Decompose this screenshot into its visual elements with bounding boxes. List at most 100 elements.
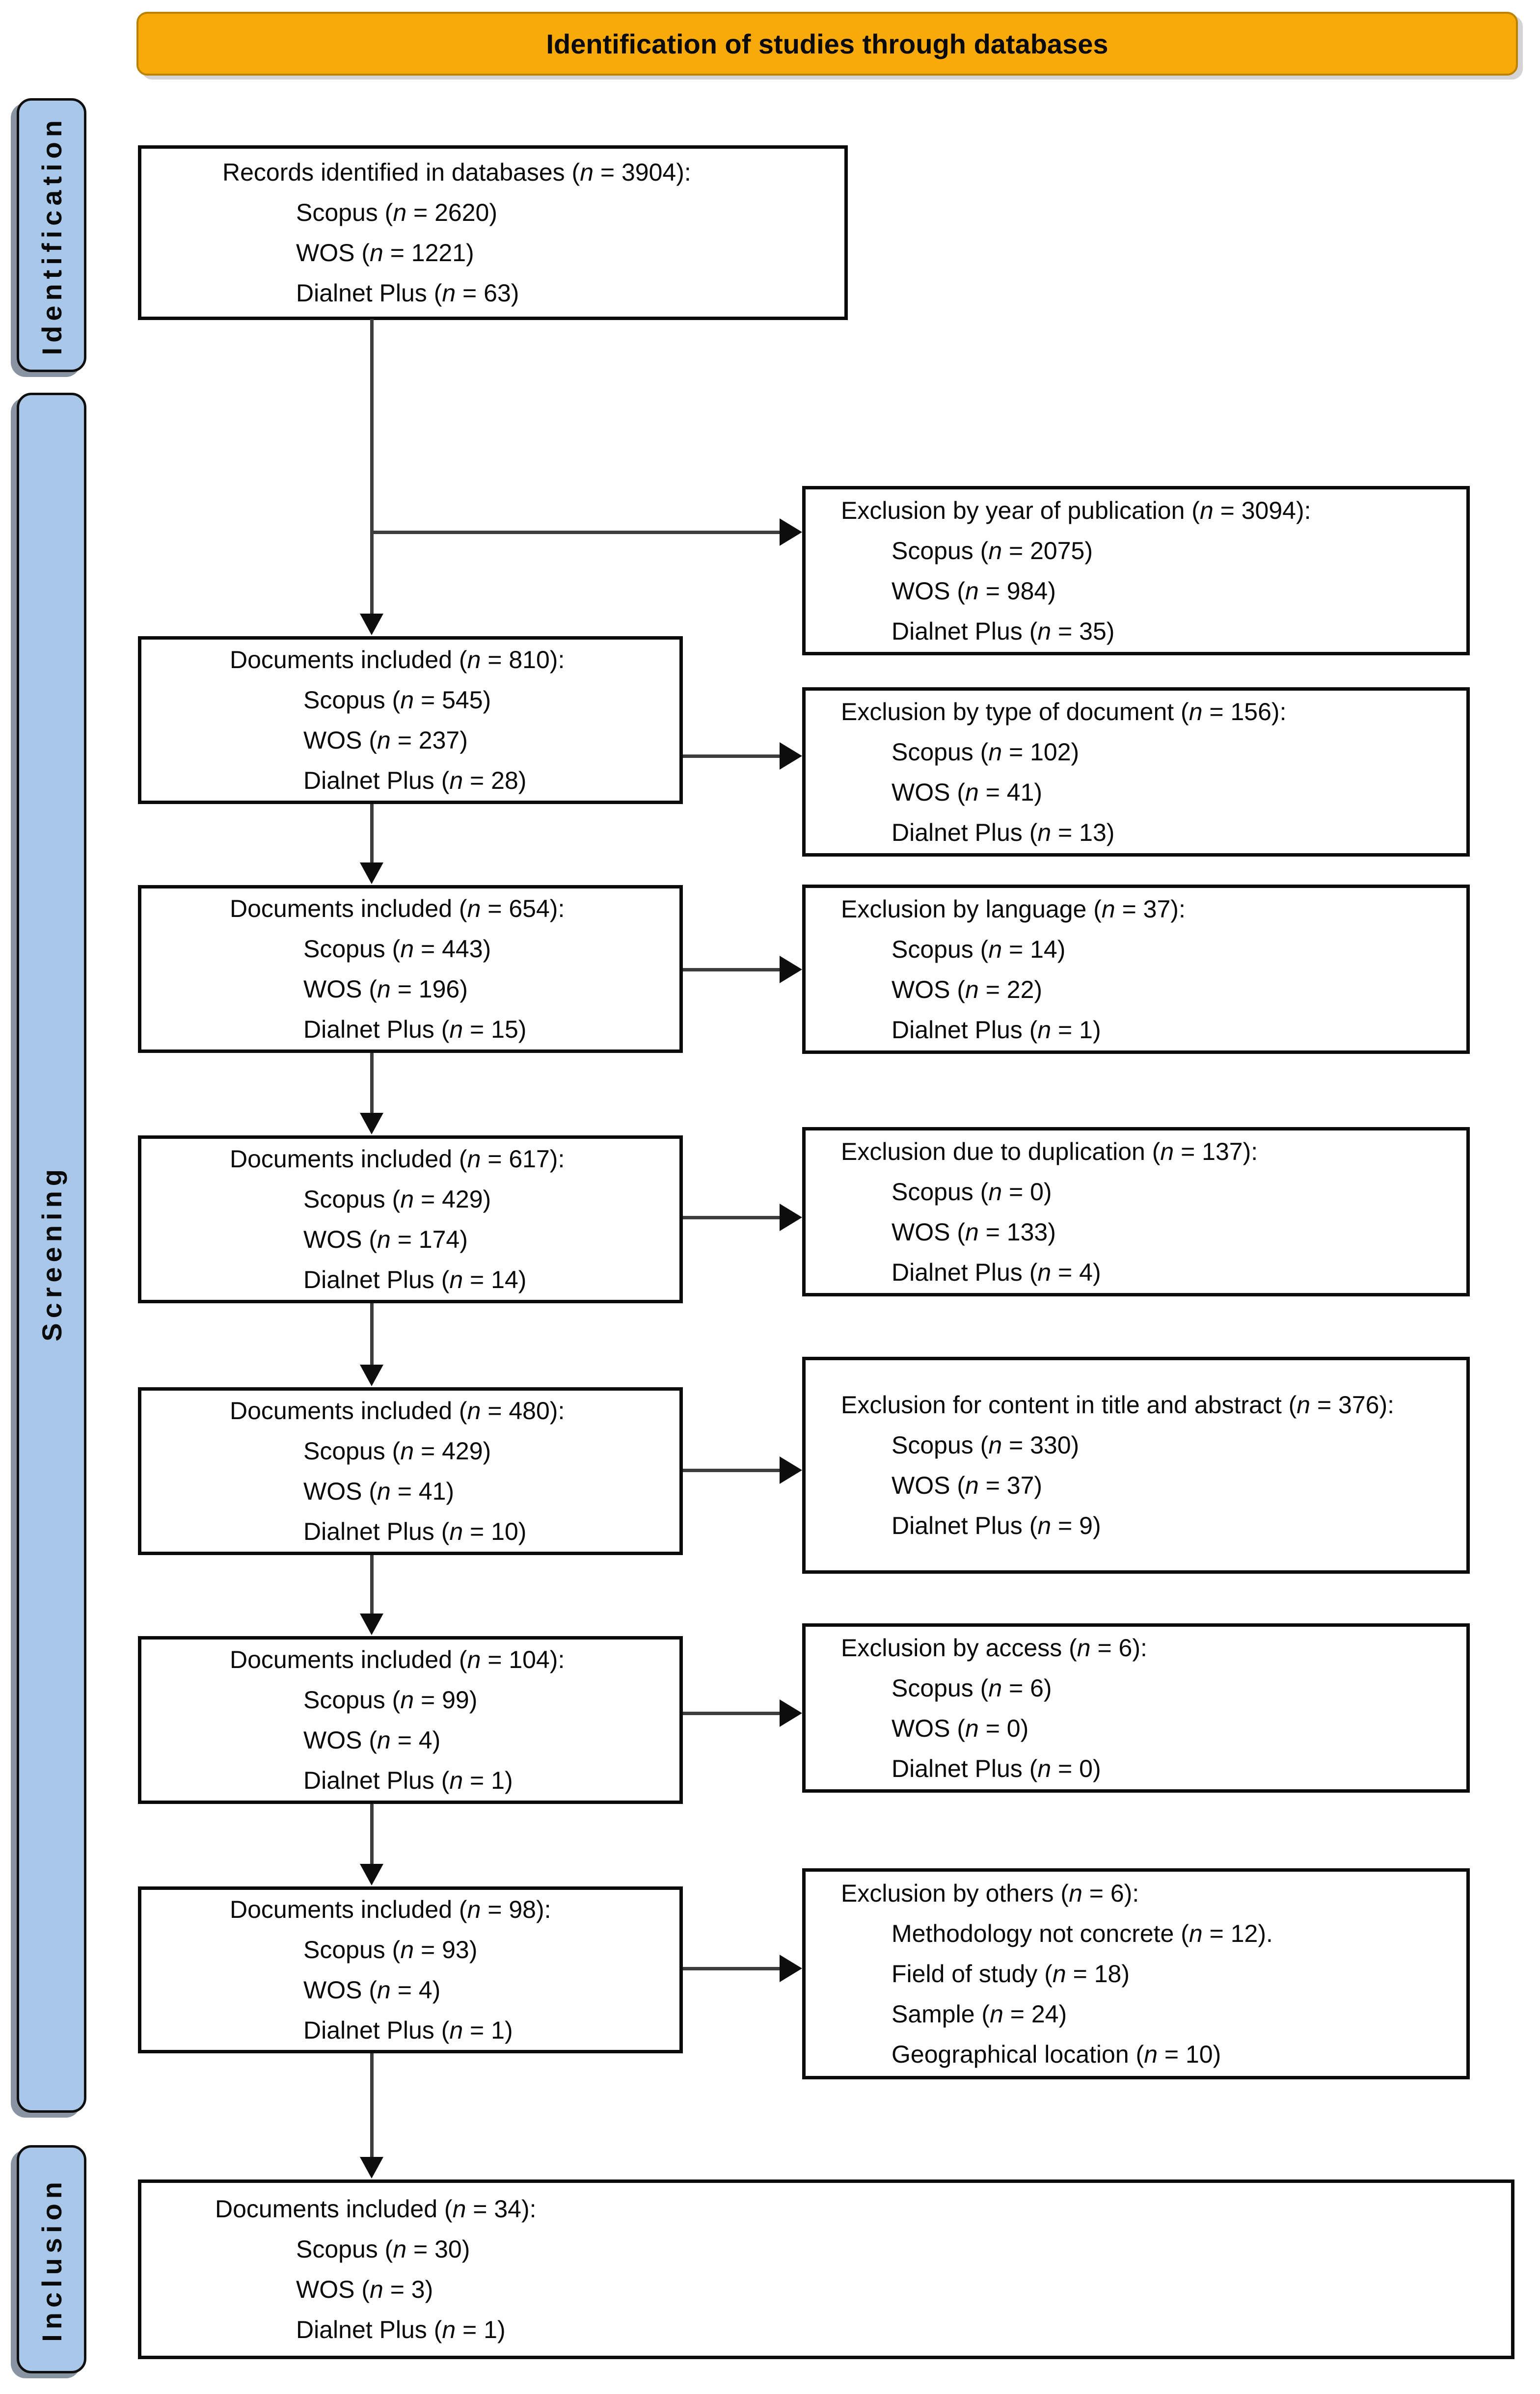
connector-line [683,1967,781,1970]
arrow-right-icon [780,1699,802,1727]
box-title: Documents included (n = 617): [230,1145,565,1173]
box-item: WOS (n = 0) [892,1714,1029,1742]
box-title: Documents included (n = 654): [230,895,565,922]
box-title: Exclusion for content in title and abstr… [841,1391,1395,1419]
connector-line [370,319,374,614]
box-item: Dialnet Plus (n = 10) [303,1518,527,1545]
connector-line [683,1469,781,1472]
box-item: WOS (n = 133) [892,1218,1056,1246]
box-item: Sample (n = 24) [892,2000,1067,2028]
box-exclusion-language: Exclusion by language (n = 37): Scopus (… [802,885,1470,1054]
connector-line [370,804,374,862]
box-title: Exclusion by language (n = 37): [841,895,1186,923]
box-item: Dialnet Plus (n = 4) [892,1258,1101,1286]
box-item: Scopus (n = 14) [892,935,1066,963]
box-exclusion-duplication: Exclusion due to duplication (n = 137): … [802,1127,1470,1296]
box-title: Exclusion by year of publication (n = 30… [841,496,1311,524]
arrow-down-icon [360,614,383,635]
arrow-right-icon [780,1204,802,1231]
box-documents-included-617: Documents included (n = 617): Scopus (n … [138,1135,683,1303]
box-title: Exclusion by others (n = 6): [841,1880,1139,1907]
box-item: WOS (n = 41) [892,778,1043,806]
stage-label-identification: Identification [36,115,67,355]
box-item: WOS (n = 174) [303,1226,468,1253]
arrow-right-icon [780,518,802,546]
box-title: Exclusion by access (n = 6): [841,1634,1147,1662]
box-documents-included-480: Documents included (n = 480): Scopus (n … [138,1387,683,1555]
connector-line [370,1555,374,1614]
arrow-right-icon [780,1955,802,1982]
box-item: Scopus (n = 30) [296,2235,470,2263]
box-title: Exclusion due to duplication (n = 137): [841,1137,1258,1165]
box-item: WOS (n = 237) [303,726,468,754]
arrow-down-icon [360,1864,383,1885]
box-item: Scopus (n = 545) [303,686,491,714]
box-item: Scopus (n = 93) [303,1936,478,1964]
box-title: Records identified in databases (n = 390… [222,159,691,186]
stage-bar-inclusion: Inclusion [17,2145,86,2373]
arrow-down-icon [360,1113,383,1134]
box-item: WOS (n = 37) [892,1472,1043,1499]
box-item: Dialnet Plus (n = 0) [892,1754,1101,1782]
box-item: WOS (n = 41) [303,1478,455,1505]
box-item: WOS (n = 3) [296,2276,433,2303]
box-documents-included-810: Documents included (n = 810): Scopus (n … [138,636,683,804]
connector-line [370,1303,374,1365]
connector-line [370,531,781,534]
box-title: Documents included (n = 480): [230,1397,565,1425]
box-item: Scopus (n = 443) [303,935,491,963]
box-documents-included-34: Documents included (n = 34): Scopus (n =… [138,2179,1514,2359]
box-exclusion-title-abstract-content: Exclusion for content in title and abstr… [802,1357,1470,1574]
box-item: WOS (n = 984) [892,577,1056,605]
box-exclusion-others: Exclusion by others (n = 6): Methodology… [802,1868,1470,2079]
box-item: Dialnet Plus (n = 28) [303,767,527,794]
box-item: Geographical location (n = 10) [892,2041,1221,2068]
box-documents-included-104: Documents included (n = 104): Scopus (n … [138,1636,683,1804]
box-item: Methodology not concrete (n = 12). [892,1920,1273,1947]
connector-line [683,968,781,971]
box-title: Documents included (n = 34): [215,2195,537,2223]
box-exclusion-year-of-publication: Exclusion by year of publication (n = 30… [802,486,1470,655]
arrow-right-icon [780,956,802,983]
stage-bar-identification: Identification [17,98,86,372]
box-item: Dialnet Plus (n = 15) [303,1016,527,1043]
box-item: Dialnet Plus (n = 1) [303,1767,513,1794]
box-documents-included-98: Documents included (n = 98): Scopus (n =… [138,1886,683,2053]
box-title: Documents included (n = 810): [230,646,565,673]
box-item: Dialnet Plus (n = 1) [892,1016,1101,1044]
box-item: Scopus (n = 330) [892,1431,1080,1459]
box-item: Scopus (n = 6) [892,1674,1052,1702]
box-documents-included-654: Documents included (n = 654): Scopus (n … [138,885,683,1053]
box-item: Dialnet Plus (n = 63) [296,279,519,307]
box-item: Dialnet Plus (n = 35) [892,617,1115,645]
box-title: Documents included (n = 98): [230,1896,551,1923]
box-item: WOS (n = 196) [303,975,468,1003]
box-item: WOS (n = 4) [303,1976,441,2004]
box-title: Documents included (n = 104): [230,1646,565,1673]
arrow-down-icon [360,2157,383,2179]
box-item: Scopus (n = 429) [303,1437,491,1465]
box-item: Field of study (n = 18) [892,1960,1130,1988]
box-item: Scopus (n = 2620) [296,199,498,226]
box-item: Dialnet Plus (n = 9) [892,1512,1101,1539]
stage-label-screening: Screening [36,1164,67,1342]
connector-line [370,2053,374,2157]
box-item: Dialnet Plus (n = 1) [296,2316,506,2343]
stage-bar-screening: Screening [17,393,86,2113]
arrow-down-icon [360,1365,383,1386]
box-exclusion-access: Exclusion by access (n = 6): Scopus (n =… [802,1623,1470,1793]
box-item: Scopus (n = 102) [892,738,1080,766]
connector-line [370,1804,374,1864]
box-item: Scopus (n = 429) [303,1185,491,1213]
box-item: Dialnet Plus (n = 13) [892,818,1115,846]
connector-line [683,1216,781,1219]
arrow-right-icon [780,742,802,770]
connector-line [370,1053,374,1113]
box-item: Dialnet Plus (n = 1) [303,2017,513,2044]
arrow-down-icon [360,862,383,884]
box-item: Scopus (n = 2075) [892,537,1093,565]
box-item: Scopus (n = 99) [303,1686,478,1714]
box-item: WOS (n = 1221) [296,239,474,267]
diagram-title: Identification of studies through databa… [546,28,1108,59]
